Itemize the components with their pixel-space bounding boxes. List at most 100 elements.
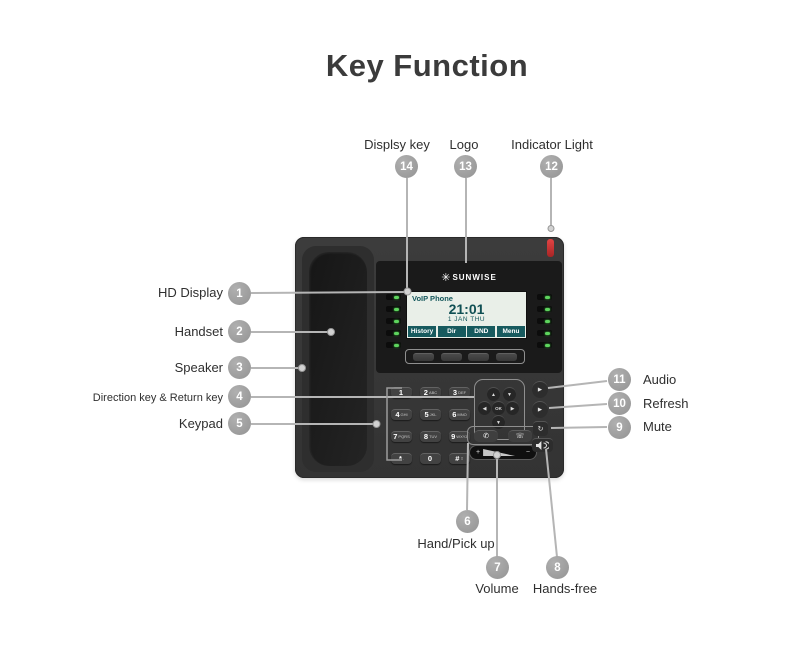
line-key (386, 342, 401, 348)
callout-num-display-key: 14 (395, 155, 418, 178)
line-key (537, 294, 552, 300)
keypad-key-0: 0 (420, 453, 441, 464)
hangup-key-icon: ☏ (508, 430, 532, 442)
refresh-button-icon: ▶ (532, 401, 548, 418)
screen-softkey-dnd: DND (467, 326, 496, 337)
callout-num-audio: 11 (608, 368, 631, 391)
page-title: Key Function (325, 48, 529, 83)
line-key-led (394, 331, 399, 335)
line-key (537, 318, 552, 324)
label-logo: Logo (449, 137, 479, 152)
nav-down-icon: ▼ (503, 387, 516, 401)
line-key-led (545, 319, 550, 323)
callout-num-indicator-light: 12 (540, 155, 563, 178)
line-key-led (545, 343, 550, 347)
volume-rocker: + − (469, 445, 537, 460)
nav-pad: ▲ ▼ ◀ OK ▶ ▼ (474, 379, 525, 440)
line-key-led (394, 343, 399, 347)
brand-name: SUNWISE (452, 273, 497, 282)
line-key (386, 294, 401, 300)
soft-bar-key (413, 352, 434, 361)
line-keys-right (537, 294, 552, 348)
nav-ok-button: OK (492, 401, 505, 415)
label-indicator-light: Indicator Light (511, 137, 593, 152)
soft-bar-key (440, 352, 462, 361)
callout-num-direction-key: 4 (228, 385, 251, 408)
logo-star-icon: ✳ (441, 272, 451, 284)
callout-num-hands-free: 8 (546, 556, 569, 579)
screen-softkey-dir: Dir (437, 326, 466, 337)
callout-num-mute: 9 (608, 416, 631, 439)
audio-button-icon: ▶ (532, 381, 548, 398)
speaker-icon (536, 441, 549, 450)
screen-softkey-history: History (408, 326, 437, 337)
keypad-key-#: #⇧ (449, 453, 470, 464)
line-key (386, 306, 401, 312)
keypad-key-*: *. (391, 453, 412, 464)
brand-logo: ✳SUNWISE (376, 267, 562, 285)
screen-date: 1 JAN THU (447, 316, 486, 323)
callout-num-handset: 2 (228, 320, 251, 343)
soft-bar-key (468, 352, 490, 361)
label-audio: Audio (643, 372, 677, 387)
screen-status-text: VoIP Phone (412, 294, 453, 303)
label-keypad: Keypad (178, 416, 223, 431)
display-soft-bars (405, 349, 525, 364)
label-speaker: Speaker (174, 360, 223, 375)
line-key-led (394, 307, 399, 311)
volume-wedge-icon (483, 449, 516, 456)
nav-right-icon: ▶ (506, 401, 519, 415)
callout-num-hd-display: 1 (228, 282, 251, 305)
line-key-led (545, 295, 550, 299)
nav-up-icon: ▲ (487, 387, 500, 401)
line-key-led (394, 319, 399, 323)
line-key (537, 306, 552, 312)
callout-num-hand-pickup: 6 (456, 510, 479, 533)
nav-return-icon: ▼ (492, 415, 505, 429)
handset (309, 252, 367, 466)
label-display-key: Displsy key (364, 137, 430, 152)
display-panel: ✳SUNWISE VoIP Phone 21:01 1 JAN THU Hist… (376, 261, 562, 373)
soft-bar-key (495, 352, 517, 361)
line-key (386, 330, 401, 336)
label-hd-display: HD Display (157, 285, 223, 300)
keypad-key-1: 1 (391, 387, 412, 398)
callout-num-speaker: 3 (228, 356, 251, 379)
line-key (537, 342, 552, 348)
mute-button-icon: ↻ (533, 421, 548, 436)
pickup-key-icon: ✆ (474, 430, 498, 442)
callout-num-logo: 13 (454, 155, 477, 178)
nav-left-icon: ◀ (478, 401, 491, 415)
screen-time: 21:01 (448, 301, 485, 317)
handsfree-button (532, 438, 553, 452)
label-refresh: Refresh (643, 396, 689, 411)
phone-body: ✳SUNWISE VoIP Phone 21:01 1 JAN THU Hist… (295, 237, 564, 478)
label-hands-free: Hands-free (532, 581, 598, 596)
callout-num-keypad: 5 (228, 412, 251, 435)
line-key (537, 330, 552, 336)
call-keys: ✆ ☏ (467, 426, 539, 445)
callout-num-refresh: 10 (608, 392, 631, 415)
screen-softkey-menu: Menu (496, 326, 525, 337)
label-direction-key: Direction key & Return key (92, 392, 223, 404)
line-keys-left (386, 294, 401, 348)
volume-minus-icon: − (525, 449, 530, 456)
line-key-led (545, 307, 550, 311)
line-key-led (545, 331, 550, 335)
line-key (386, 318, 401, 324)
callout-num-volume: 7 (486, 556, 509, 579)
label-mute: Mute (643, 419, 672, 434)
label-hand-pickup: Hand/Pick up (417, 536, 495, 551)
line-key-led (394, 295, 399, 299)
label-handset: Handset (174, 324, 223, 339)
